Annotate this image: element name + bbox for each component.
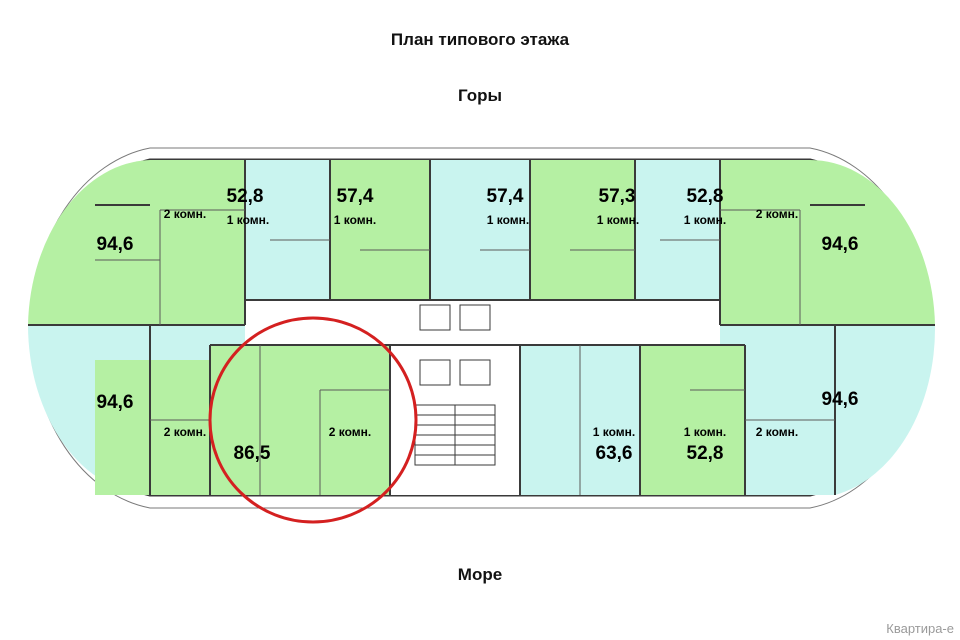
apartment-area-bottom-right-corner: 94,6	[822, 389, 859, 410]
apartment-area-top-3: 57,4	[487, 186, 524, 207]
room-partitions	[95, 209, 835, 495]
apartment-rooms-top-5: 1 комн.	[684, 213, 727, 227]
apartment-rooms-bottom-left-corner: 2 комн.	[164, 425, 207, 439]
apartment-fill-top-1	[245, 160, 330, 300]
apartment-area-top-left-corner: 94,6	[97, 234, 134, 255]
apartment-rooms-top-left-corner: 2 комн.	[164, 207, 207, 221]
apartment-area-top-1: 52,8	[227, 186, 264, 207]
highlight-circle	[208, 316, 418, 524]
apartment-area-bottom-2: 63,6	[596, 443, 633, 464]
apartment-rooms-top-4: 1 комн.	[597, 213, 640, 227]
staircase	[414, 404, 496, 466]
apartment-fill-bottom-right-inner	[745, 360, 835, 495]
apartment-fill-top-4	[530, 160, 635, 300]
apartment-area-top-5: 52,8	[687, 186, 724, 207]
apartment-rooms-bottom-1: 2 комн.	[329, 425, 372, 439]
apartment-fill-bottom-right-corner	[835, 325, 936, 495]
apartment-area-top-4: 57,3	[599, 186, 636, 207]
apartment-fill-top-2	[330, 160, 430, 300]
apartment-rooms-top-1: 1 комн.	[227, 213, 270, 227]
area-labels: 94,6 2 комн. 52,8 1 комн. 57,4 1 комн. 57,4 1 к…	[97, 186, 859, 464]
interior-walls	[28, 160, 935, 495]
apartment-fill-bottom-1	[210, 345, 390, 495]
direction-label-mountains: Горы	[457, 86, 503, 105]
apartment-fill-top-left-corner	[28, 160, 245, 325]
apartment-fill-bottom-left-inner	[95, 360, 210, 495]
apartment-rooms-bottom-2: 1 комн.	[593, 425, 636, 439]
apartment-area-top-2: 57,4	[337, 186, 374, 207]
apartment-rooms-top-3: 1 комн.	[487, 213, 530, 227]
elevator-shafts	[419, 304, 491, 386]
apartment-fill-top-3	[430, 160, 530, 300]
watermark: Квартира-е	[886, 621, 954, 636]
apartment-rooms-bottom-3: 1 комн.	[684, 425, 727, 439]
apartment-fill-top-5	[635, 160, 720, 300]
apartment-area-bottom-1: 86,5	[234, 443, 271, 464]
apartment-area-bottom-left-corner: 94,6	[97, 392, 134, 413]
apartment-rooms-top-2: 1 комн.	[334, 213, 377, 227]
apartment-rooms-bottom-right-corner: 2 комн.	[756, 425, 799, 439]
apartment-fill-top-right-corner	[720, 159, 935, 325]
direction-label-sea: Море	[457, 565, 503, 584]
apartment-rooms-top-right-corner: 2 комн.	[756, 207, 799, 221]
apartment-area-bottom-3: 52,8	[687, 443, 724, 464]
apartment-fill-bottom-3	[640, 345, 745, 495]
apartment-area-top-right-corner: 94,6	[822, 234, 859, 255]
plan-title: План типового этажа	[390, 30, 570, 49]
